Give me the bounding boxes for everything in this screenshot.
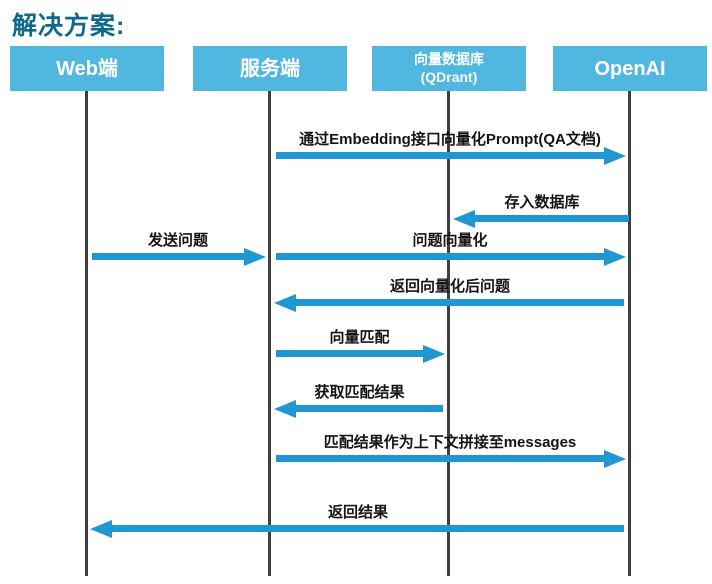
participant-box-openai: OpenAI bbox=[553, 46, 707, 91]
arrow-right-icon bbox=[604, 146, 626, 165]
lifeline-server bbox=[268, 91, 271, 576]
participant-sublabel-vectordb: (QDrant) bbox=[420, 68, 478, 85]
message-get-match-result: 获取匹配结果 bbox=[274, 381, 445, 421]
arrow-left-icon bbox=[90, 519, 112, 538]
arrow-line bbox=[289, 405, 443, 412]
arrow-left-icon bbox=[453, 209, 475, 228]
participant-box-server: 服务端 bbox=[193, 46, 347, 91]
lifeline-vectordb bbox=[447, 91, 450, 576]
arrow-right-icon bbox=[244, 247, 266, 266]
arrow-line bbox=[289, 299, 624, 306]
participant-label-web: Web端 bbox=[56, 57, 118, 80]
message-label: 发送问题 bbox=[147, 232, 208, 249]
message-store-db: 存入数据库 bbox=[453, 191, 631, 231]
arrow-right-icon bbox=[604, 449, 626, 468]
participant-label-vectordb: 向量数据库 bbox=[414, 51, 484, 67]
arrow-left-icon bbox=[274, 399, 296, 418]
page-title: 解决方案: bbox=[12, 12, 126, 40]
arrow-line bbox=[468, 215, 629, 222]
message-vector-match: 向量匹配 bbox=[274, 326, 445, 366]
participant-label-openai: OpenAI bbox=[594, 57, 666, 80]
arrow-right-icon bbox=[604, 247, 626, 266]
lifeline-web bbox=[85, 91, 88, 576]
arrow-line bbox=[276, 152, 611, 159]
message-label: 通过Embedding接口向量化Prompt(QA文档) bbox=[299, 131, 601, 148]
participant-label-server: 服务端 bbox=[240, 57, 300, 80]
message-label: 返回向量化后问题 bbox=[389, 278, 510, 295]
message-send-question: 发送问题 bbox=[90, 229, 266, 269]
arrow-line bbox=[276, 253, 611, 260]
lifeline-openai bbox=[628, 91, 631, 576]
message-vectorize-question: 问题向量化 bbox=[274, 229, 626, 269]
message-embed-prompt: 通过Embedding接口向量化Prompt(QA文档) bbox=[274, 128, 626, 168]
participant-box-web: Web端 bbox=[10, 46, 164, 91]
message-label: 存入数据库 bbox=[504, 194, 580, 211]
arrow-line bbox=[276, 350, 430, 357]
arrow-right-icon bbox=[423, 344, 445, 363]
arrow-line bbox=[92, 253, 251, 260]
arrow-line bbox=[276, 455, 611, 462]
arrow-left-icon bbox=[274, 293, 296, 312]
message-label: 获取匹配结果 bbox=[314, 384, 405, 401]
message-label: 问题向量化 bbox=[412, 232, 488, 249]
message-return-vectorized: 返回向量化后问题 bbox=[274, 275, 626, 315]
message-label: 向量匹配 bbox=[329, 329, 390, 346]
message-concat-messages: 匹配结果作为上下文拼接至messages bbox=[274, 431, 626, 471]
message-return-result: 返回结果 bbox=[90, 501, 626, 541]
message-label: 返回结果 bbox=[327, 504, 388, 521]
message-label: 匹配结果作为上下文拼接至messages bbox=[323, 434, 577, 451]
arrow-line bbox=[105, 525, 624, 532]
participant-box-vectordb: 向量数据库 (QDrant) bbox=[372, 46, 526, 91]
